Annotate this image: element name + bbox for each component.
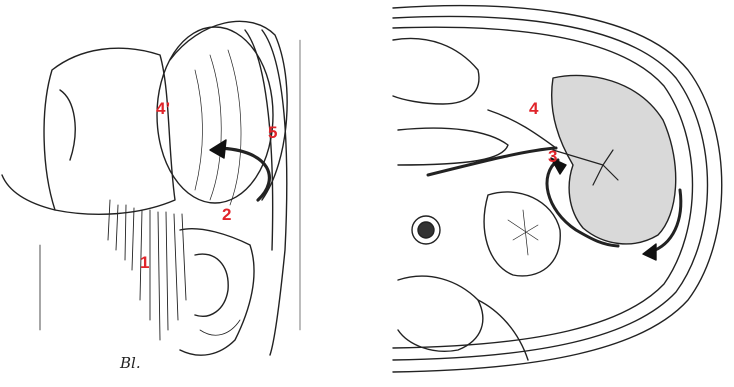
label-2: 2	[222, 205, 231, 224]
label-5: 5	[268, 123, 277, 142]
central-organ-4prime	[157, 27, 273, 203]
left-organ-outline	[44, 48, 175, 214]
left-illustration-svg: 1 2 4’ 5 Bl.	[0, 0, 385, 387]
label-4-prime: 4’	[156, 99, 170, 118]
label-1: 1	[140, 253, 149, 272]
label-4: 4	[529, 99, 539, 118]
label-3: 3	[548, 147, 557, 166]
artist-signature: Bl.	[119, 354, 141, 372]
right-cross-section-illustration: 3 4	[388, 0, 734, 387]
left-anatomical-illustration: 1 2 4’ 5 Bl.	[0, 0, 385, 387]
shaded-organ	[552, 75, 676, 243]
right-illustration-svg: 3 4	[388, 0, 734, 387]
